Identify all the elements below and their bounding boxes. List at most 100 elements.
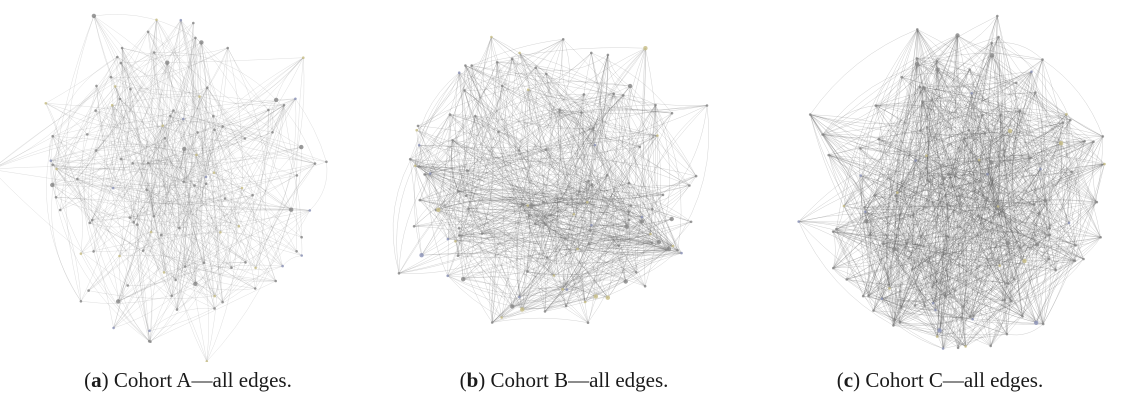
node: [968, 315, 972, 319]
node: [654, 103, 657, 107]
edge: [593, 127, 646, 287]
edge: [922, 101, 967, 307]
edge: [203, 198, 226, 263]
edge: [93, 15, 246, 263]
edge: [562, 245, 619, 290]
edge: [419, 85, 503, 201]
edge: [527, 248, 670, 278]
edge: [581, 112, 596, 146]
edge: [920, 108, 1067, 131]
edge: [943, 178, 1000, 266]
edge: [170, 115, 240, 227]
edge: [583, 92, 624, 96]
edge: [1018, 59, 1047, 233]
edge: [1068, 171, 1077, 224]
edge: [623, 95, 697, 177]
edge: [970, 200, 1046, 318]
edge: [465, 65, 674, 247]
edge: [933, 163, 1105, 304]
edge: [809, 114, 898, 193]
edge: [89, 47, 126, 224]
edge: [129, 210, 310, 224]
edge: [459, 235, 589, 323]
edge: [987, 198, 1023, 317]
node: [178, 226, 181, 230]
edge: [482, 215, 530, 234]
edge: [132, 163, 256, 289]
node: [282, 103, 286, 107]
edge: [419, 199, 555, 276]
edge: [80, 162, 149, 254]
edge: [52, 136, 91, 223]
edge: [418, 166, 544, 203]
node: [470, 64, 473, 67]
edge: [471, 65, 588, 203]
edge: [465, 65, 493, 234]
edge: [463, 248, 578, 280]
edge: [896, 77, 971, 318]
edge: [56, 168, 165, 273]
edge: [447, 140, 453, 276]
edge: [213, 115, 246, 139]
edge: [943, 178, 1050, 236]
edge: [449, 114, 589, 323]
node: [204, 182, 208, 185]
edge: [463, 225, 627, 280]
edge: [991, 55, 1076, 246]
edge: [923, 86, 954, 297]
edge: [438, 115, 476, 210]
edge: [889, 29, 918, 270]
edge: [77, 56, 118, 180]
edge: [595, 93, 617, 297]
edge: [985, 114, 1067, 134]
node: [1038, 211, 1041, 215]
edge: [873, 157, 1032, 311]
edge: [547, 202, 588, 258]
edge: [570, 180, 589, 323]
node: [152, 51, 156, 54]
node: [497, 130, 500, 134]
node: [182, 117, 185, 121]
edge: [581, 184, 593, 303]
node: [627, 210, 630, 214]
edge: [398, 85, 631, 274]
edge: [268, 109, 302, 238]
node: [194, 36, 197, 40]
edge: [942, 130, 1011, 349]
edge: [173, 110, 327, 163]
edge: [882, 86, 924, 289]
node: [896, 191, 899, 194]
edge: [512, 241, 660, 307]
edge: [56, 168, 128, 286]
edge: [435, 114, 451, 211]
node: [175, 308, 179, 311]
edge: [864, 142, 1062, 208]
edge: [893, 115, 983, 250]
edge: [957, 35, 1101, 238]
edge: [490, 36, 544, 203]
edge: [577, 230, 591, 250]
node: [90, 218, 94, 222]
edge: [878, 138, 916, 161]
edge: [978, 208, 998, 216]
node: [467, 207, 470, 210]
edge: [491, 36, 708, 106]
edge: [1006, 171, 1072, 335]
edge: [940, 69, 970, 236]
edge: [424, 62, 498, 175]
edge: [175, 154, 203, 281]
edge: [471, 65, 524, 205]
edge: [922, 101, 1097, 203]
edge: [984, 133, 999, 207]
edge: [623, 95, 646, 287]
edge: [917, 29, 1062, 144]
edge: [146, 37, 196, 191]
edge: [492, 214, 575, 323]
edge: [1040, 168, 1097, 203]
edge: [147, 31, 302, 148]
edge: [860, 175, 947, 237]
edge: [430, 67, 536, 174]
edge: [915, 160, 947, 236]
edge: [133, 109, 269, 223]
edge: [112, 187, 215, 309]
